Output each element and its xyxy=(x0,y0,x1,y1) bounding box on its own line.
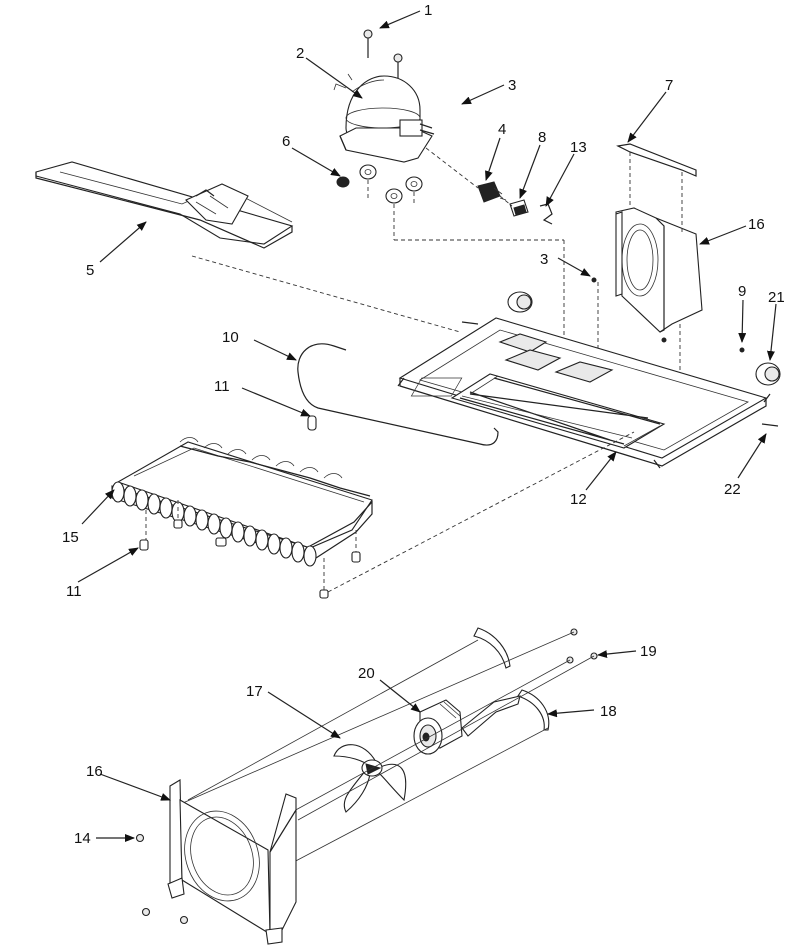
fan-alignment-lines xyxy=(175,631,595,865)
relay-overload-parts xyxy=(425,147,553,225)
callout-label-11: 11 xyxy=(66,583,82,600)
fan-motor xyxy=(413,699,463,755)
callout-label-3: 3 xyxy=(540,251,548,268)
callout-label-8: 8 xyxy=(538,129,546,146)
callout-label-20: 20 xyxy=(358,665,375,682)
callout-label-3: 3 xyxy=(508,77,516,94)
callout-arrows xyxy=(77,10,777,842)
connector-line xyxy=(191,255,461,333)
callout-label-9: 9 xyxy=(738,283,746,300)
callout-label-2: 2 xyxy=(296,45,304,62)
callout-label-14: 14 xyxy=(74,830,91,847)
lower-shroud xyxy=(167,779,297,945)
callout-label-16: 16 xyxy=(748,216,765,233)
callout-label-13: 13 xyxy=(570,139,587,156)
upper-shroud xyxy=(615,143,703,333)
callout-label-15: 15 xyxy=(62,529,79,546)
callout-label-6: 6 xyxy=(282,133,290,150)
base-pan xyxy=(397,317,771,469)
callout-label-11: 11 xyxy=(214,378,230,395)
callout-label-7: 7 xyxy=(665,77,673,94)
compressor xyxy=(333,73,435,163)
fan-screws xyxy=(135,628,598,925)
callout-label-22: 22 xyxy=(724,481,741,498)
callout-label-17: 17 xyxy=(246,683,263,700)
evaporator-coil xyxy=(111,437,373,567)
callout-label-4: 4 xyxy=(498,121,506,138)
evaporator-fasteners xyxy=(139,431,635,599)
drain-pan xyxy=(35,161,294,249)
callout-label-10: 10 xyxy=(222,329,239,346)
callout-label-21: 21 xyxy=(768,289,785,306)
callout-label-5: 5 xyxy=(86,262,94,279)
fan-blade xyxy=(333,744,407,813)
callout-label-16: 16 xyxy=(86,763,103,780)
callout-label-1: 1 xyxy=(424,2,432,19)
mounting-bolts xyxy=(363,29,403,78)
coil-fins xyxy=(111,481,317,567)
callout-labels: 1 2 3 4 5 6 7 8 13 16 3 9 21 10 11 12 22… xyxy=(62,2,785,847)
grommets xyxy=(336,164,423,240)
pins xyxy=(461,277,779,427)
callout-label-18: 18 xyxy=(600,703,617,720)
callout-label-19: 19 xyxy=(640,643,657,660)
drain-tube xyxy=(297,343,499,446)
callout-label-12: 12 xyxy=(570,491,587,508)
wheels xyxy=(507,291,781,386)
